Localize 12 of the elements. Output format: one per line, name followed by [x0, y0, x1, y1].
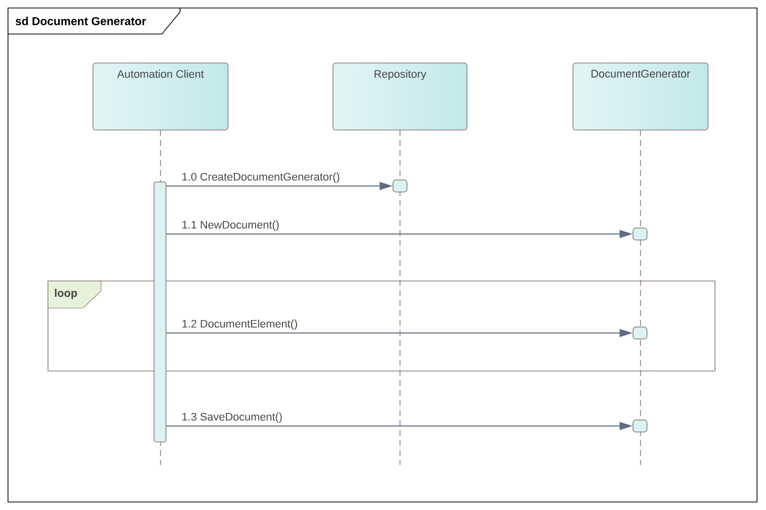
lifeline-head: DocumentGenerator [572, 62, 708, 130]
edge-label: 1.3 SaveDocument() [180, 412, 284, 424]
edge-label: 1.1 NewDocument() [180, 220, 280, 232]
edge-label: 1.0 CreateDocumentGenerator() [180, 172, 341, 184]
activation-bar [632, 228, 648, 240]
lifeline-head: Repository [332, 62, 468, 130]
activation-bar [154, 182, 166, 442]
activation-bar [632, 420, 648, 432]
activation-bar [392, 180, 408, 192]
edge-label: 1.2 DocumentElement() [180, 318, 299, 331]
lifeline-head: Automation Client [92, 62, 228, 130]
activation-bar [632, 326, 648, 340]
